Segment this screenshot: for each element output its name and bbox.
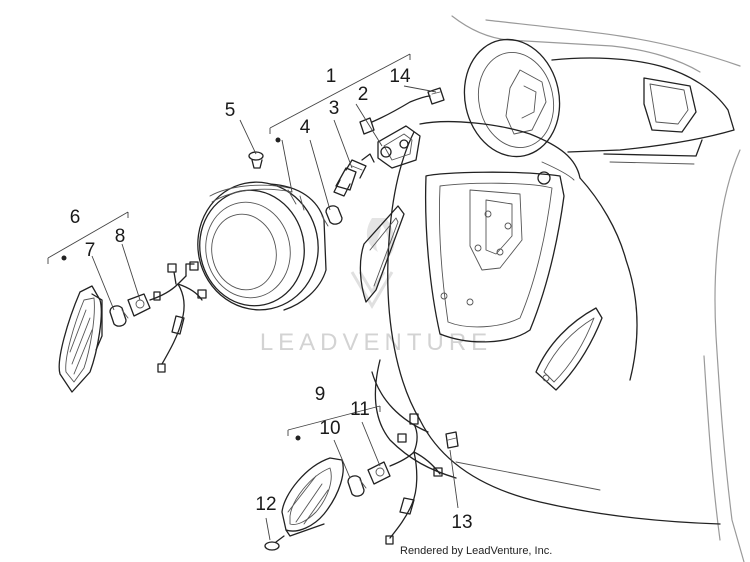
bullet-dot [61,255,67,261]
callout-3: 3 [329,98,340,119]
bullet-dot [295,435,301,441]
callout-13: 13 [451,512,472,533]
bullet-dot [275,137,281,143]
left-turn-bulb [109,305,129,327]
watermark-text: LEADVENTURE [260,329,492,356]
callout-2: 2 [358,84,369,105]
lower-screw [264,535,285,551]
right-turn-signal-lens [281,457,344,537]
wire-connector [359,87,445,135]
headlamp-housing [197,181,327,311]
callout-7: 7 [85,240,96,261]
callout-10: 10 [319,418,340,439]
right-socket-harness [367,413,443,545]
callout-1: 1 [326,66,337,87]
callout-8: 8 [115,226,126,247]
scooter-front-shield [359,15,745,562]
leader-lines [47,53,459,541]
render-credit: Rendered by LeadVenture, Inc. [400,545,552,557]
halogen-bulb [333,153,375,197]
callout-9: 9 [315,384,326,405]
callout-6: 6 [70,207,81,228]
bulb-socket [377,125,421,169]
callout-4: 4 [300,117,311,138]
callout-5: 5 [225,100,236,121]
screw [248,151,264,169]
callout-14: 14 [389,66,411,87]
clip [445,431,459,449]
left-turn-signal-lens [58,285,103,393]
small-bulb [321,205,343,227]
right-turn-bulb [347,475,367,497]
callout-11: 11 [350,399,370,420]
callout-12: 12 [255,494,276,515]
left-socket-harness [127,261,207,373]
